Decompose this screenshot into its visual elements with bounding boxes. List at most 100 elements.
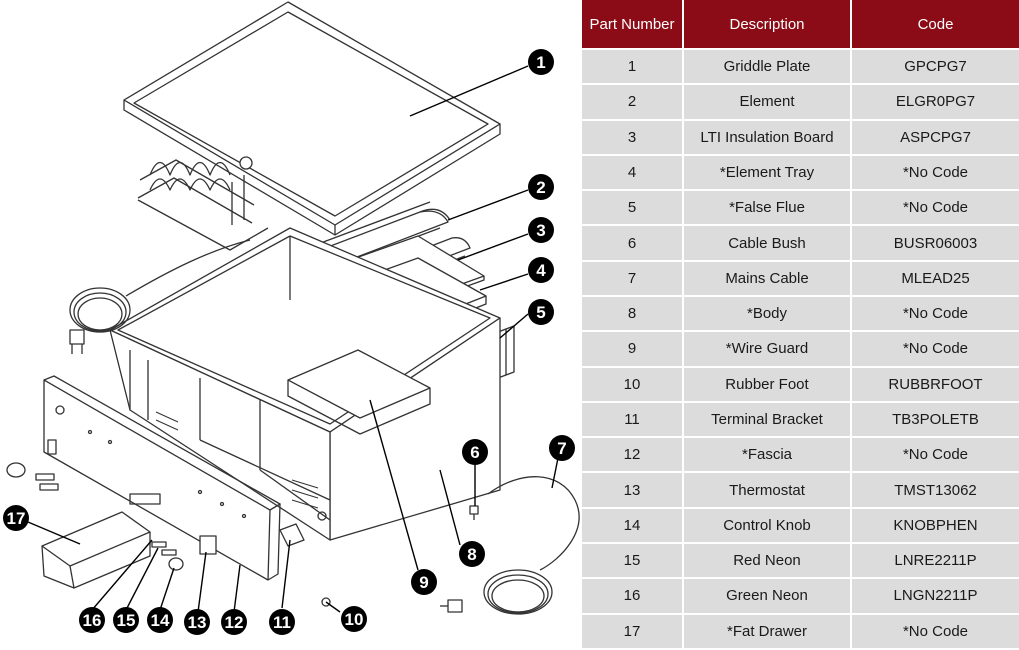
code-cell: *No Code xyxy=(852,296,1019,333)
part-number-cell: 8 xyxy=(582,296,684,333)
callout-10: 10 xyxy=(341,606,367,632)
callout-15-label: 15 xyxy=(117,611,136,630)
callout-8: 8 xyxy=(459,541,485,567)
callout-14: 14 xyxy=(147,607,173,633)
callout-3: 3 xyxy=(528,217,554,243)
callout-16-label: 16 xyxy=(83,611,102,630)
code-cell: LNRE2211P xyxy=(852,543,1019,580)
callout-7-label: 7 xyxy=(557,439,566,458)
code-cell: GPCPG7 xyxy=(852,50,1019,86)
part-number-cell: 1 xyxy=(582,50,684,86)
part-number-cell: 2 xyxy=(582,85,684,121)
description-cell: *Fascia xyxy=(684,438,852,474)
description-cell: Red Neon xyxy=(684,543,852,580)
fascia-drawing xyxy=(43,375,281,581)
code-cell: *No Code xyxy=(852,191,1019,227)
terminal-bracket-drawing xyxy=(279,523,305,547)
code-cell: *No Code xyxy=(852,155,1019,192)
part-number-cell: 12 xyxy=(582,438,684,474)
rubber-foot-drawing xyxy=(321,597,331,607)
diagram-svg: 1 2 3 4 5 6 7 8 9 10 11 12 13 14 15 16 1… xyxy=(3,1,580,635)
callout-5-label: 5 xyxy=(536,303,545,322)
part-number-cell: 11 xyxy=(582,402,684,439)
table-row: 9*Wire Guard*No Code xyxy=(582,332,1019,368)
table-row: 5*False Flue*No Code xyxy=(582,191,1019,227)
description-cell: Terminal Bracket xyxy=(684,402,852,439)
code-cell: *No Code xyxy=(852,438,1019,474)
part-number-cell: 10 xyxy=(582,367,684,403)
left-knob-neons-drawing xyxy=(6,462,59,491)
description-cell: Control Knob xyxy=(684,508,852,544)
code-cell: TMST13062 xyxy=(852,473,1019,509)
left-element-drawing xyxy=(137,159,269,251)
description-cell: *Element Tray xyxy=(684,155,852,192)
callout-12: 12 xyxy=(221,609,247,635)
callout-9: 9 xyxy=(411,569,437,595)
fat-drawer-drawing xyxy=(41,511,151,589)
code-cell: RUBBRFOOT xyxy=(852,367,1019,403)
callout-4-label: 4 xyxy=(536,261,546,280)
table-row: 8*Body*No Code xyxy=(582,296,1019,333)
leader-lines xyxy=(27,65,559,613)
part-number-cell: 6 xyxy=(582,226,684,262)
callout-11: 11 xyxy=(269,609,295,635)
description-cell: *Body xyxy=(684,296,852,333)
callout-15: 15 xyxy=(113,607,139,633)
callout-17: 17 xyxy=(3,505,29,531)
description-cell: LTI Insulation Board xyxy=(684,120,852,156)
callout-9-label: 9 xyxy=(419,573,428,592)
part-number-cell: 7 xyxy=(582,261,684,297)
description-cell: Green Neon xyxy=(684,579,852,615)
wire-guard-drawing xyxy=(287,349,431,435)
callout-8-label: 8 xyxy=(467,545,476,564)
part-number-cell: 17 xyxy=(582,614,684,650)
description-cell: Thermostat xyxy=(684,473,852,509)
code-cell: *No Code xyxy=(852,332,1019,368)
part-number-cell: 14 xyxy=(582,508,684,544)
part-number-cell: 13 xyxy=(582,473,684,509)
description-cell: Rubber Foot xyxy=(684,367,852,403)
callout-5: 5 xyxy=(528,299,554,325)
callout-13-label: 13 xyxy=(188,613,207,632)
code-cell: LNGN2211P xyxy=(852,579,1019,615)
code-cell: ELGR0PG7 xyxy=(852,85,1019,121)
callout-12-label: 12 xyxy=(225,613,244,632)
callout-1: 1 xyxy=(528,49,554,75)
callout-17-label: 17 xyxy=(7,509,26,528)
description-cell: Cable Bush xyxy=(684,226,852,262)
code-cell: TB3POLETB xyxy=(852,402,1019,439)
description-cell: *Wire Guard xyxy=(684,332,852,368)
callout-6: 6 xyxy=(462,439,488,465)
callout-13: 13 xyxy=(184,609,210,635)
part-number-cell: 15 xyxy=(582,543,684,580)
griddle-plate-drawing xyxy=(123,1,501,236)
part-number-cell: 3 xyxy=(582,120,684,156)
table-row: 12*Fascia*No Code xyxy=(582,438,1019,474)
callout-6-label: 6 xyxy=(470,443,479,462)
callout-16: 16 xyxy=(79,607,105,633)
parts-table-header: Part Number Description Code xyxy=(582,0,1019,50)
callout-14-label: 14 xyxy=(151,611,170,630)
part-number-cell: 16 xyxy=(582,579,684,615)
part-number-cell: 9 xyxy=(582,332,684,368)
code-cell: *No Code xyxy=(852,614,1019,650)
description-cell: *False Flue xyxy=(684,191,852,227)
cable-coil-left-drawing xyxy=(69,239,251,354)
code-cell: BUSR06003 xyxy=(852,226,1019,262)
table-row: 4*Element Tray*No Code xyxy=(582,155,1019,192)
callout-3-label: 3 xyxy=(536,221,545,240)
description-cell: Mains Cable xyxy=(684,261,852,297)
code-cell: KNOBPHEN xyxy=(852,508,1019,544)
exploded-parts-diagram: 1 2 3 4 5 6 7 8 9 10 11 12 13 14 15 16 1… xyxy=(3,1,580,635)
callout-11-label: 11 xyxy=(273,613,291,632)
